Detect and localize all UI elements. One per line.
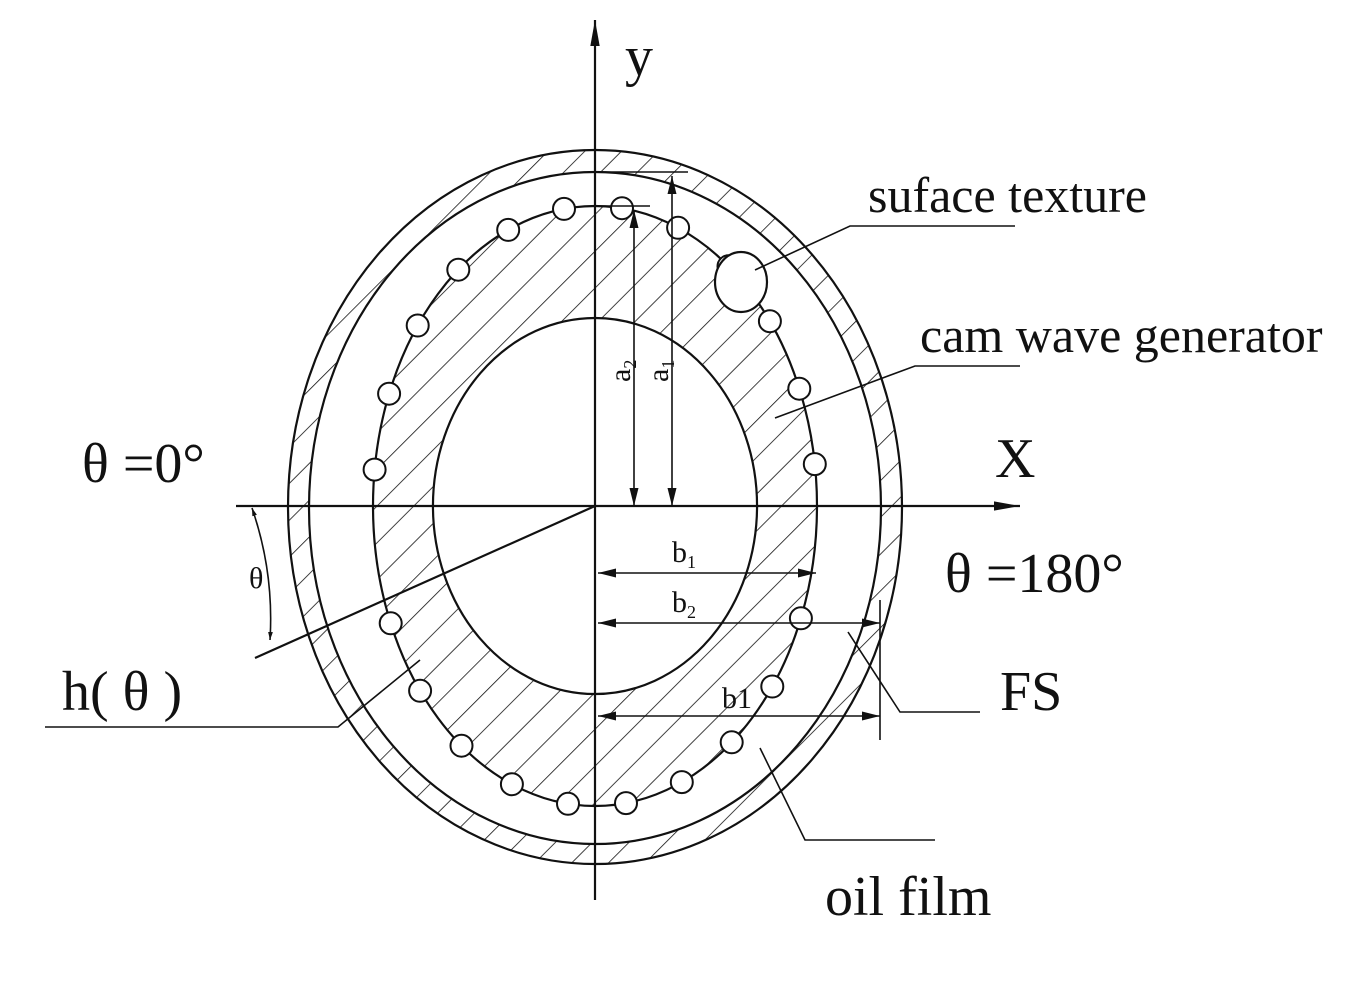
- texture-notch: [787, 376, 812, 401]
- theta-arc: [251, 507, 273, 641]
- b2-label: b2: [672, 586, 696, 622]
- texture-notch: [405, 313, 430, 338]
- b1-lower-label: b1: [722, 682, 752, 715]
- texture-notch: [377, 381, 402, 406]
- texture-notch: [362, 457, 387, 482]
- b1-text: b: [672, 536, 687, 569]
- a2-subscript: 2: [620, 360, 640, 369]
- h-theta-leader: [45, 659, 421, 728]
- theta-zero-label: θ =0°: [82, 433, 205, 495]
- a1-label: a1: [642, 360, 678, 382]
- texture-notch: [760, 674, 785, 699]
- texture-notch: [499, 772, 524, 797]
- texture-notch: [552, 196, 576, 221]
- texture-notch: [610, 196, 634, 221]
- b1-label: b1: [672, 536, 696, 572]
- a2-text: a: [604, 369, 637, 382]
- texture-notch: [719, 730, 744, 755]
- cam-wave-generator-leader: [774, 365, 1020, 419]
- theta-label: θ: [249, 562, 263, 595]
- texture-notch: [757, 309, 782, 334]
- texture-notch: [666, 215, 691, 240]
- svg-text:a2: a2: [604, 360, 640, 382]
- angle-line: [254, 504, 596, 660]
- y-axis-label: y: [625, 26, 653, 88]
- cam-wave-generator: [362, 196, 827, 816]
- surface-texture-leader: [754, 225, 1015, 271]
- texture-notch: [802, 452, 827, 477]
- a1-text: a: [642, 369, 675, 382]
- texture-notch: [496, 217, 521, 242]
- b2-subscript: 2: [687, 602, 696, 622]
- texture-notch: [669, 770, 694, 795]
- cam-wave-generator-label: cam wave generator: [920, 307, 1323, 363]
- texture-notch: [788, 606, 813, 631]
- fs-leader: [847, 631, 980, 713]
- a1-subscript: 1: [658, 360, 678, 369]
- b2-text: b: [672, 586, 687, 619]
- texture-notch: [378, 611, 403, 636]
- oil-film-label: oil film: [825, 866, 991, 928]
- h-theta-label: h( θ ): [62, 661, 182, 723]
- surface-texture-notches: [362, 196, 827, 816]
- texture-notch: [556, 791, 580, 816]
- texture-notch: [614, 791, 638, 816]
- texture-notch: [449, 733, 474, 758]
- theta-180-label: θ =180°: [945, 543, 1124, 605]
- texture-notch: [446, 257, 471, 282]
- surface-texture-dimple: [713, 250, 769, 314]
- b1-subscript: 1: [687, 552, 696, 572]
- svg-text:a1: a1: [642, 360, 678, 382]
- a2-label: a2: [604, 360, 640, 382]
- fs-label: FS: [1000, 661, 1062, 723]
- texture-notch: [408, 678, 433, 703]
- x-axis-label: X: [995, 428, 1035, 490]
- oil-film-leader: [759, 747, 935, 841]
- surface-texture-label: suface texture: [868, 167, 1147, 223]
